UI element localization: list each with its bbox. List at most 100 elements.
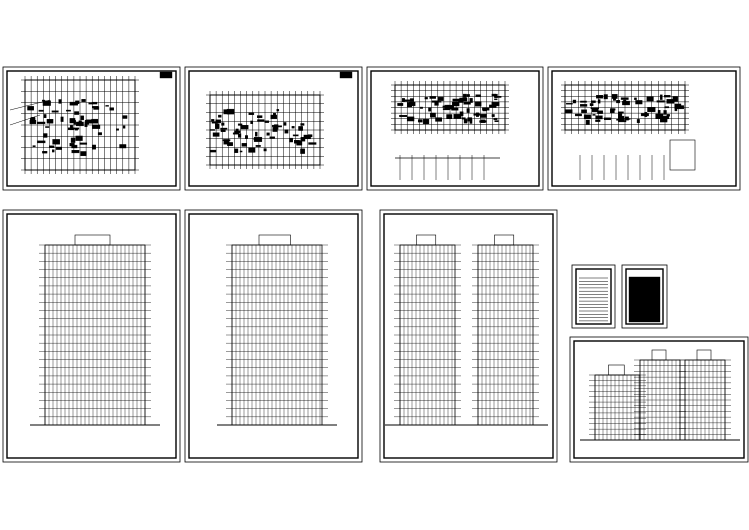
sheet-outer-border <box>571 264 616 329</box>
contour-line <box>9 99 51 111</box>
wall-block <box>223 109 231 115</box>
wall-block <box>122 125 126 129</box>
wall-block <box>235 128 239 133</box>
wall-block <box>71 127 80 130</box>
wall-block <box>88 102 94 105</box>
wall-block <box>221 122 225 126</box>
building-elevation <box>217 234 337 426</box>
wall-block <box>664 95 671 98</box>
sheet-elevation-1 <box>2 209 181 463</box>
wall-block <box>272 126 278 132</box>
wall-block <box>611 94 618 99</box>
sheet-inner-border <box>625 268 664 325</box>
sheet-inner-border <box>551 70 737 187</box>
wall-block <box>55 146 62 150</box>
wall-block <box>417 119 423 123</box>
wall-block <box>493 117 498 121</box>
wall-block <box>283 122 287 126</box>
roof-structure <box>608 364 625 376</box>
wall-block <box>256 115 263 119</box>
wall-block <box>624 116 629 121</box>
stair-detail <box>669 139 696 171</box>
wall-block <box>435 101 442 103</box>
wall-block <box>51 110 59 113</box>
sheet-inner-border <box>383 213 554 459</box>
wall-block <box>409 101 416 107</box>
roof-structure <box>494 234 515 246</box>
wall-block <box>122 115 128 119</box>
wall-block <box>466 108 470 113</box>
wall-block <box>453 114 462 119</box>
sheet-sections <box>569 336 749 463</box>
wall-block <box>399 115 408 117</box>
wall-block <box>597 99 601 104</box>
wall-block <box>634 97 637 100</box>
wall-block <box>46 119 54 124</box>
sheet-inner-border <box>6 213 177 459</box>
wall-block <box>463 118 468 124</box>
wall-block <box>459 97 468 102</box>
sheet-inner-border <box>370 70 540 187</box>
wall-block <box>250 120 253 124</box>
wall-block <box>582 109 586 112</box>
wall-block <box>482 107 490 111</box>
wall-block <box>459 111 464 117</box>
wall-block <box>401 98 405 102</box>
wall-block <box>27 106 34 111</box>
plan-outline <box>394 84 506 131</box>
wall-block <box>49 145 55 148</box>
wall-block <box>308 142 317 145</box>
wall-block <box>116 128 119 131</box>
wall-block <box>296 140 303 146</box>
wall-block <box>220 127 228 130</box>
wall-block <box>444 104 450 111</box>
wall-block <box>74 111 80 115</box>
wall-block <box>659 94 663 100</box>
wall-block <box>52 139 60 145</box>
plan-outline <box>24 79 136 171</box>
wall-block <box>666 99 675 104</box>
wall-block <box>58 99 62 104</box>
wall-block <box>70 137 76 143</box>
sheet-outer-border <box>366 66 544 191</box>
wall-block <box>37 121 46 124</box>
wall-block <box>616 118 623 121</box>
wall-block <box>248 147 256 153</box>
wall-block <box>97 132 102 136</box>
wall-block <box>463 101 471 105</box>
wall-block <box>81 99 86 102</box>
wall-block <box>597 110 603 114</box>
wall-block <box>404 99 412 102</box>
wall-block <box>491 114 495 117</box>
wall-block <box>232 132 239 135</box>
sheet-outer-border <box>2 66 181 191</box>
wall-block <box>428 107 432 112</box>
wall-block <box>237 133 242 138</box>
floor-plan <box>206 91 324 169</box>
wall-block <box>30 117 36 124</box>
wall-block <box>590 107 600 110</box>
wall-block <box>244 135 248 139</box>
wall-block <box>489 104 497 108</box>
roof-structure <box>651 349 667 361</box>
wall-block <box>591 108 599 113</box>
sheet-inner-border <box>573 340 745 459</box>
wall-block <box>42 151 48 154</box>
wall-block <box>66 109 71 112</box>
wall-block <box>675 105 684 110</box>
wall-block <box>591 100 596 103</box>
sheet-inner-border <box>188 213 359 459</box>
wall-block <box>656 100 665 103</box>
wall-block <box>43 133 48 138</box>
wall-block <box>42 99 45 102</box>
wall-block <box>583 114 591 119</box>
wall-block <box>75 135 83 141</box>
wall-block <box>589 103 594 106</box>
roof-structure <box>258 234 291 246</box>
wall-block <box>223 139 230 145</box>
wall-block <box>438 118 443 121</box>
wall-block <box>255 145 261 147</box>
wall-block <box>71 150 80 154</box>
sheet-design-notes <box>621 264 668 329</box>
wall-block <box>237 123 243 126</box>
